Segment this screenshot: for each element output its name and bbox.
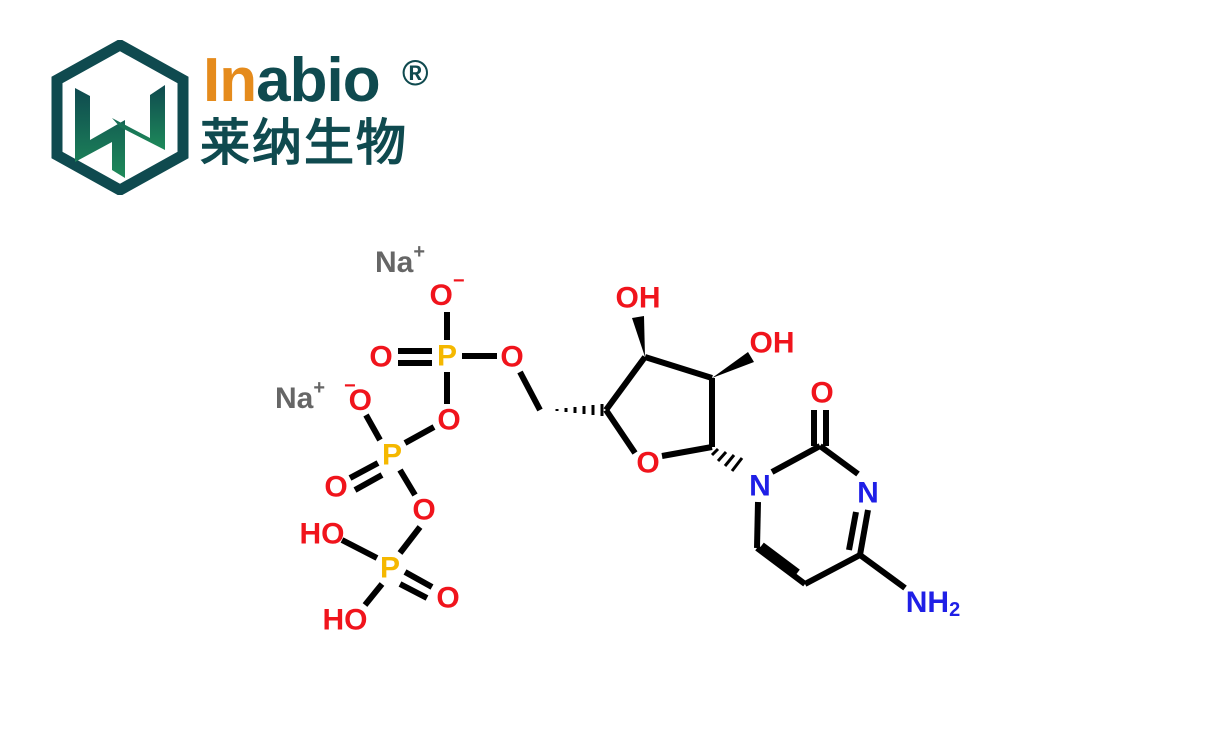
atom-labels: Na+ O− P O O O Na+ O− P O O P HO O HO O … xyxy=(275,241,960,637)
ring-oxygen: O xyxy=(636,447,659,480)
brand-suffix: abio xyxy=(256,46,380,115)
carbonyl-oxygen: O xyxy=(810,377,833,410)
hydroxyl-2prime: OH xyxy=(750,327,795,360)
hydroxyl-3prime: OH xyxy=(616,282,661,315)
oxygen-ester: O xyxy=(500,341,523,374)
oxygen-double-3: O xyxy=(436,582,459,615)
inabio-logo: Inabio ® 莱纳生物 xyxy=(50,38,450,197)
phosphorus-beta: P xyxy=(382,439,402,472)
hydroxyl-gamma-2: HO xyxy=(323,604,368,637)
amino-group: NH2 xyxy=(906,586,960,622)
oxygen-double-2: O xyxy=(324,471,347,504)
sodium-ion-2: Na+ xyxy=(275,377,325,415)
oxygen-double-1: O xyxy=(369,341,392,374)
phosphorus-gamma: P xyxy=(380,552,400,585)
brand-chinese-name: 莱纳生物 xyxy=(200,115,408,171)
hexagon-logo-icon xyxy=(51,38,189,197)
bonds xyxy=(340,312,907,607)
brand-name: Inabio xyxy=(203,50,381,112)
oxygen-anion-1: O− xyxy=(429,270,464,312)
sodium-ion-1: Na+ xyxy=(375,241,425,279)
oxygen-bridge-2: O xyxy=(412,494,435,527)
nitrogen-3: N xyxy=(857,477,879,510)
nitrogen-1: N xyxy=(749,470,771,503)
hydroxyl-gamma-1: HO xyxy=(300,518,345,551)
brand-prefix: In xyxy=(203,46,257,115)
registered-mark: ® xyxy=(402,52,429,93)
oxygen-bridge-1: O xyxy=(437,404,460,437)
phosphorus-alpha: P xyxy=(437,340,457,373)
oxygen-anion-2: O− xyxy=(344,375,372,417)
